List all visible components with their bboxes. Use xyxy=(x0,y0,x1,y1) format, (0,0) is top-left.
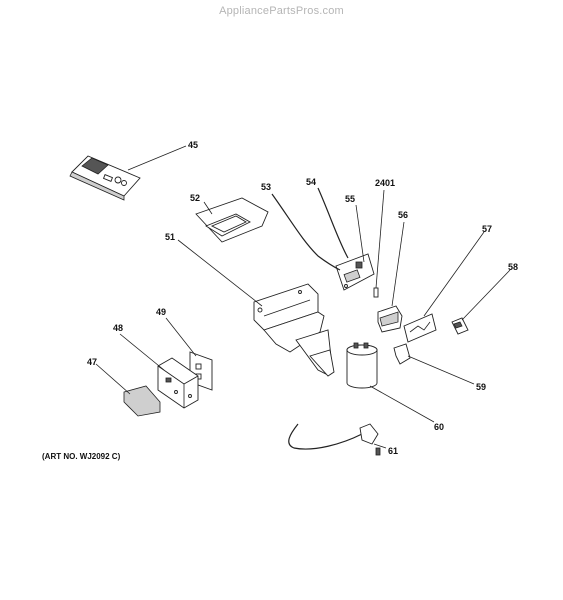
callout-53[interactable]: 53 xyxy=(261,182,271,192)
part-56-transformer[interactable] xyxy=(377,305,403,333)
leader-45 xyxy=(127,145,187,171)
part-48-display-housing[interactable] xyxy=(157,357,199,409)
leader-47 xyxy=(95,363,131,395)
part-51-control-bracket[interactable] xyxy=(253,283,335,377)
leader-57 xyxy=(423,231,485,317)
callout-2401[interactable]: 2401 xyxy=(375,178,395,188)
callout-61[interactable]: 61 xyxy=(388,446,398,456)
callout-59[interactable]: 59 xyxy=(476,382,486,392)
leader-51 xyxy=(177,239,263,307)
leader-61 xyxy=(373,443,387,449)
part-45-remote-control[interactable] xyxy=(69,155,141,201)
leader-2401 xyxy=(375,189,385,289)
part-61-power-cord[interactable] xyxy=(288,423,381,456)
callout-48[interactable]: 48 xyxy=(113,323,123,333)
callout-54[interactable]: 54 xyxy=(306,177,316,187)
leader-58 xyxy=(461,269,511,321)
callout-45[interactable]: 45 xyxy=(188,140,198,150)
part-54-wire-lead[interactable] xyxy=(317,187,349,259)
leader-56 xyxy=(391,221,405,307)
callout-57[interactable]: 57 xyxy=(482,224,492,234)
part-2401-thermistor[interactable] xyxy=(373,287,379,298)
art-number: (ART NO. WJ2092 C) xyxy=(42,452,121,461)
part-47-display-lens[interactable] xyxy=(123,385,161,417)
leader-52 xyxy=(203,201,213,215)
leader-55 xyxy=(355,204,365,263)
part-52-panel[interactable] xyxy=(195,197,269,243)
part-59-capacitor-strap[interactable] xyxy=(393,343,411,365)
leader-60 xyxy=(369,385,435,423)
leader-59 xyxy=(407,355,475,385)
part-53-wire-harness[interactable] xyxy=(271,193,341,271)
part-57-thermostat[interactable] xyxy=(403,313,437,343)
watermark: AppliancePartsPros.com xyxy=(219,5,344,17)
callout-58[interactable]: 58 xyxy=(508,262,518,272)
callout-47[interactable]: 47 xyxy=(87,357,97,367)
callout-49[interactable]: 49 xyxy=(156,307,166,317)
part-60-capacitor[interactable] xyxy=(346,342,378,389)
callout-51[interactable]: 51 xyxy=(165,232,175,242)
part-58-switch[interactable] xyxy=(451,317,469,335)
callout-56[interactable]: 56 xyxy=(398,210,408,220)
callout-60[interactable]: 60 xyxy=(434,422,444,432)
leader-49 xyxy=(165,317,197,357)
leader-48 xyxy=(119,333,165,371)
callout-55[interactable]: 55 xyxy=(345,194,355,204)
part-55-control-board[interactable] xyxy=(335,253,375,291)
callout-52[interactable]: 52 xyxy=(190,193,200,203)
